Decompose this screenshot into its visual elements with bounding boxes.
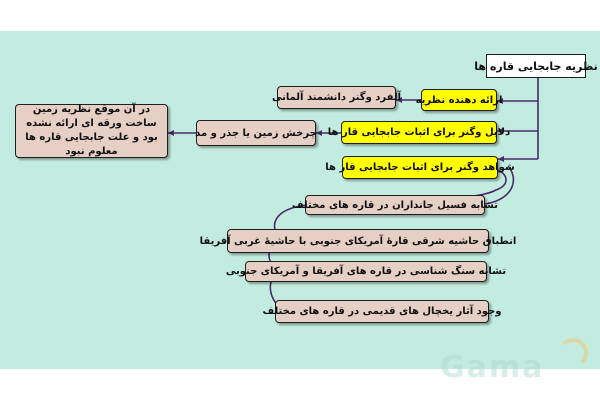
root-node-label: نظریه جابجایی قاره ها: [474, 59, 598, 73]
proof-item-rock-similarity: تشابه سنگ شناسی در قاره های آفریقا و آمر…: [226, 261, 506, 282]
node-theory-presenter-label: ارائه دهنده نظریه: [415, 94, 503, 106]
node-wegener-reasons: دلایل وگنر برای اثبات جابجایی قار ها: [328, 121, 510, 144]
node-wegener-proofs: شواهد وگنر برای اثبات جابجایی قار ها: [325, 156, 515, 179]
node-earth-rotation-tides: چرخش زمین یا جذر و مد: [195, 120, 317, 146]
proof-item-fossils-label: تشابه فسیل جانداران در قاره های مختلف: [292, 199, 498, 211]
proof-item-coastline-fit-label: انطباق حاشیه شرقی قارهٔ آمریکای جنوبی با…: [199, 235, 517, 247]
gama-watermark-logo: Gama: [440, 338, 590, 390]
node-wegener-reasons-label: دلایل وگنر برای اثبات جابجایی قار ها: [327, 127, 511, 138]
proof-item-fossils: تشابه فسیل جانداران در قاره های مختلف: [292, 195, 498, 215]
node-wegener-scientist: آلفرد وگنر دانشمند آلمانی: [272, 86, 401, 109]
watermark-arc-icon: [558, 338, 588, 368]
proof-item-ancient-glaciers: وجود آثار یخچال های قدیمی در قاره های مخ…: [263, 300, 501, 323]
root-node-continental-drift: نظریه جابجایی قاره ها: [474, 54, 598, 78]
node-theory-presenter: ارائه دهنده نظریه: [416, 89, 502, 111]
node-earth-rotation-tides-label: چرخش زمین یا جذر و مد: [195, 127, 317, 139]
node-plate-tectonics-note: در آن موقع نظریه زمین ساخت ورقه ای ارائه…: [15, 104, 168, 158]
node-wegener-proofs-label: شواهد وگنر برای اثبات جابجایی قار ها: [325, 162, 515, 173]
node-wegener-scientist-label: آلفرد وگنر دانشمند آلمانی: [271, 92, 402, 103]
node-plate-tectonics-note-label: در آن موقع نظریه زمین ساخت ورقه ای ارائه…: [25, 104, 158, 157]
proof-item-rock-similarity-label: تشابه سنگ شناسی در قاره های آفریقا و آمر…: [225, 266, 507, 277]
proof-item-ancient-glaciers-label: وجود آثار یخچال های قدیمی در قاره های مخ…: [262, 306, 502, 317]
watermark-text: Gama: [440, 350, 545, 385]
proof-item-coastline-fit: انطباق حاشیه شرقی قارهٔ آمریکای جنوبی با…: [200, 229, 516, 253]
